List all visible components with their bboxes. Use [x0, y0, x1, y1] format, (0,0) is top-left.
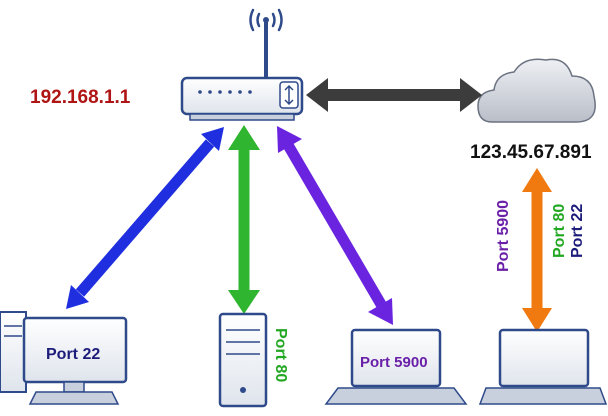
- desktop-port-label: Port 22: [46, 346, 100, 363]
- link-router-laptop: [277, 126, 393, 325]
- router-ip-label: 192.168.1.1: [30, 87, 131, 108]
- wifi-signal-icon: [249, 8, 283, 32]
- link-router-server: [228, 125, 260, 314]
- remote-port-80-label: Port 80: [551, 204, 568, 258]
- remote-port-5900-label: Port 5900: [495, 200, 512, 272]
- remote-laptop-icon: [478, 328, 608, 405]
- router-icon: [180, 8, 304, 121]
- server-port-label: Port 80: [272, 328, 289, 382]
- remote-port-22-label: Port 22: [569, 204, 586, 258]
- laptop-port-label: Port 5900: [360, 354, 428, 371]
- server-tower-icon: [218, 312, 268, 408]
- link-cloud-laptop: [522, 168, 552, 332]
- cloud-icon: [477, 58, 596, 123]
- desktop-computer-icon: [0, 311, 128, 405]
- laptop-icon: [324, 328, 468, 405]
- internet-ip-label: 123.45.67.891: [470, 142, 592, 163]
- link-router-cloud: [306, 78, 482, 112]
- link-router-desktop: [66, 127, 224, 309]
